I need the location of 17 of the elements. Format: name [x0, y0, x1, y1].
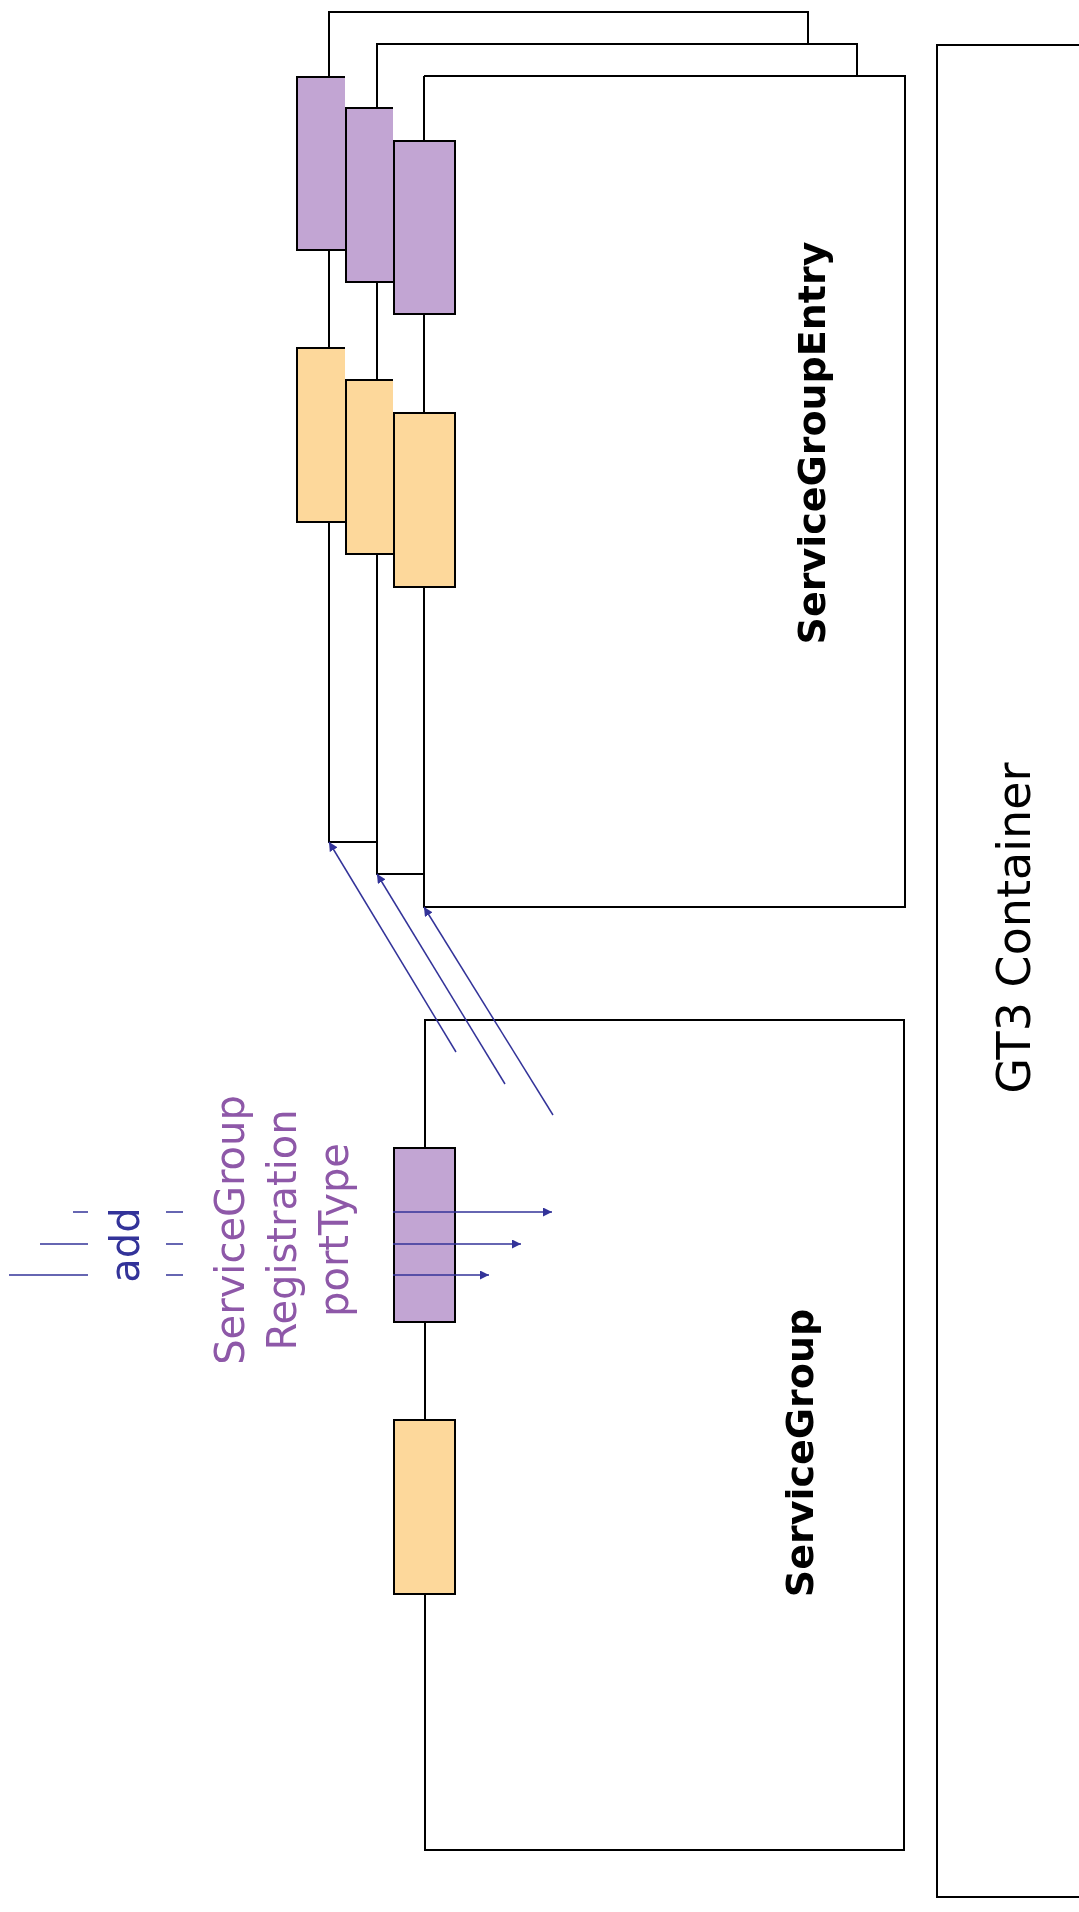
arrow — [423, 906, 554, 1116]
arrow — [392, 1270, 490, 1280]
arrow — [328, 841, 457, 1053]
operation-label: add — [101, 1206, 149, 1285]
arrow — [376, 873, 506, 1085]
operation-label: ServiceGroup Registration portType — [206, 1094, 358, 1367]
arrow — [392, 1207, 553, 1217]
port-rect — [296, 347, 345, 523]
box-title: ServiceGroup — [776, 1308, 823, 1598]
box-title: ServiceGroupEntry — [788, 241, 835, 645]
port-rect — [393, 1419, 456, 1595]
port-rect — [393, 1147, 456, 1323]
container-box — [936, 44, 1079, 1898]
arrow — [392, 1239, 522, 1249]
group-box — [424, 1019, 905, 1851]
port-rect — [296, 76, 345, 251]
box-title: GT3 Container — [985, 762, 1042, 1094]
